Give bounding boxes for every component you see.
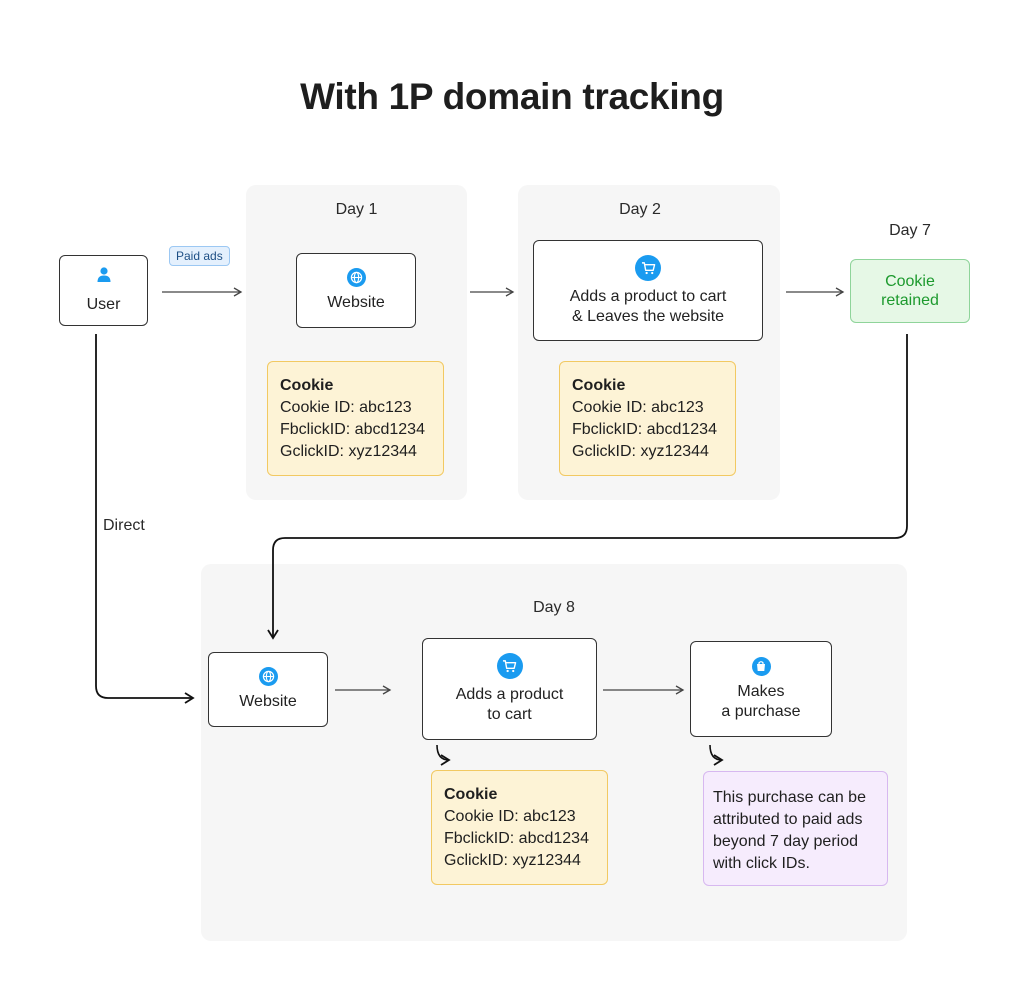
day8-label: Day 8 <box>533 599 575 616</box>
day7-label: Day 7 <box>889 222 931 239</box>
fbclick-id: FbclickID: abcd1234 <box>572 421 717 438</box>
globe-icon <box>258 667 278 686</box>
arrow-direct <box>95 334 195 704</box>
cookie-retained-box: Cookie retained <box>850 259 970 323</box>
day8-website-node: Website <box>208 652 328 727</box>
user-icon <box>96 266 112 289</box>
day8-cart-node: Adds a product to cart <box>422 638 597 740</box>
user-node: User <box>59 255 148 326</box>
direct-label: Direct <box>103 517 145 534</box>
arrow-day7-to-day8 <box>267 334 908 640</box>
fbclick-id: FbclickID: abcd1234 <box>280 421 425 438</box>
cookie-heading: Cookie <box>280 377 334 394</box>
day2-cookie-card: Cookie Cookie ID: abc123 FbclickID: abcd… <box>559 361 736 476</box>
curved-arrow-cookie <box>436 744 451 766</box>
cookie-id: Cookie ID: abc123 <box>444 808 576 825</box>
day8-website-label: Website <box>239 693 297 710</box>
day2-label: Day 2 <box>619 201 661 218</box>
attribution-note: This purchase can be attributed to paid … <box>703 771 888 886</box>
gclick-id: GclickID: xyz12344 <box>280 443 417 460</box>
day2-cart-node: Adds a product to cart & Leaves the webs… <box>533 240 763 341</box>
day1-cookie-card: Cookie Cookie ID: abc123 FbclickID: abcd… <box>267 361 444 476</box>
fbclick-id: FbclickID: abcd1234 <box>444 830 589 847</box>
paid-ads-tag: Paid ads <box>169 246 230 266</box>
globe-icon <box>346 268 366 287</box>
cookie-id: Cookie ID: abc123 <box>280 399 412 416</box>
cart-icon <box>635 254 661 281</box>
bag-icon <box>751 656 771 676</box>
curved-arrow-note <box>709 744 724 766</box>
user-label: User <box>86 296 121 313</box>
day1-website-label: Website <box>327 294 385 311</box>
gclick-id: GclickID: xyz12344 <box>572 443 709 460</box>
day2-action-label: Adds a product to cart & Leaves the webs… <box>569 287 727 325</box>
cookie-id: Cookie ID: abc123 <box>572 399 704 416</box>
day1-label: Day 1 <box>335 201 378 218</box>
day8-purchase-label: Makes a purchase <box>721 682 801 720</box>
cookie-heading: Cookie <box>572 377 626 394</box>
gclick-id: GclickID: xyz12344 <box>444 852 581 869</box>
day8-cookie-card: Cookie Cookie ID: abc123 FbclickID: abcd… <box>431 770 608 885</box>
cart-icon <box>496 653 523 679</box>
day8-purchase-node: Makes a purchase <box>690 641 832 737</box>
cookie-heading: Cookie <box>444 786 498 803</box>
page-title: With 1P domain tracking <box>300 76 724 117</box>
day1-website-node: Website <box>296 253 416 328</box>
day8-cart-label: Adds a product to cart <box>455 686 564 723</box>
